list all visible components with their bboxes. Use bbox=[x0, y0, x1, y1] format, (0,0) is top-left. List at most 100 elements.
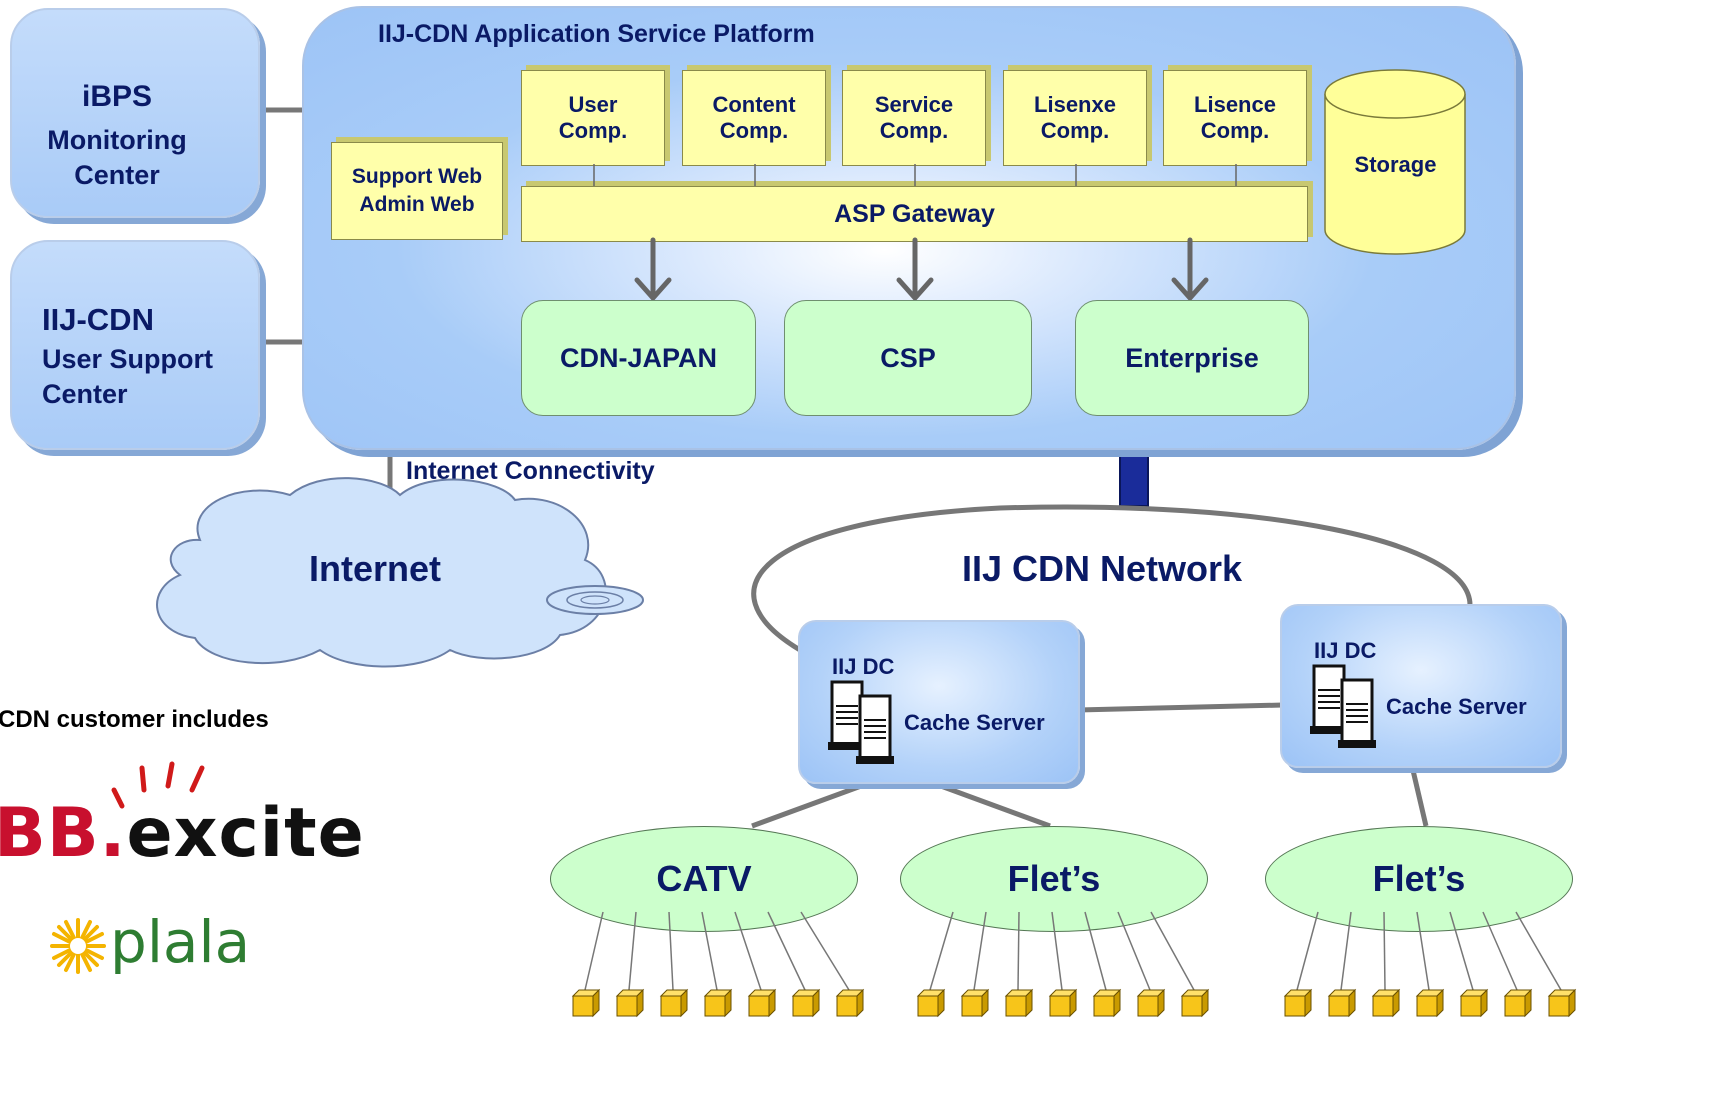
end-user-cube-icon bbox=[916, 988, 946, 1018]
asp-gateway-label: ASP Gateway bbox=[834, 199, 995, 228]
lisence-component: Lisence Comp. bbox=[1163, 70, 1307, 166]
end-user-cube-icon bbox=[1371, 988, 1401, 1018]
datacenter-2: IIJ DC Cache Server bbox=[1280, 604, 1562, 768]
end-user-link bbox=[1340, 911, 1352, 991]
enterprise-box: Enterprise bbox=[1075, 300, 1309, 416]
flets-network-1: Flet’s bbox=[900, 826, 1208, 932]
support-web-box: Support Web Admin Web bbox=[331, 142, 503, 240]
cdn-network-ring bbox=[751, 504, 1473, 653]
end-user-cube-icon bbox=[659, 988, 689, 1018]
end-user-link bbox=[1084, 911, 1107, 991]
end-user-cube-icon bbox=[1547, 988, 1577, 1018]
monitoring-title: iBPS bbox=[81, 80, 153, 113]
end-user-link bbox=[1051, 911, 1063, 991]
content-component-label: Content Comp. bbox=[712, 92, 796, 143]
excite-sparkle-icon bbox=[111, 761, 205, 809]
end-user-link bbox=[701, 911, 718, 991]
support-web-label: Support Web Admin Web bbox=[351, 165, 483, 216]
end-user-link bbox=[767, 911, 806, 991]
bb-excite-logo: BB.excite bbox=[0, 760, 394, 873]
catv-network: CATV bbox=[550, 826, 858, 932]
end-user-cube-icon bbox=[1180, 988, 1210, 1018]
dc1-catv-link bbox=[751, 779, 873, 829]
end-user-link bbox=[1449, 911, 1474, 991]
end-user-cube-icon bbox=[1415, 988, 1445, 1018]
end-user-cube-icon bbox=[1459, 988, 1489, 1018]
end-user-link bbox=[1296, 911, 1319, 991]
user-component: User Comp. bbox=[521, 70, 665, 166]
user-component-label: User Comp. bbox=[558, 92, 628, 143]
backbone-link bbox=[1119, 447, 1149, 507]
end-user-link bbox=[929, 911, 954, 991]
end-user-link bbox=[668, 911, 674, 991]
plala-wordmark: plala bbox=[110, 908, 251, 976]
end-user-link bbox=[973, 911, 987, 991]
plala-logo: plala bbox=[48, 906, 288, 996]
end-user-cube-icon bbox=[1283, 988, 1313, 1018]
end-user-link bbox=[1515, 911, 1562, 991]
dc-interconnect bbox=[1077, 702, 1284, 713]
flets-1-label: Flet’s bbox=[1007, 858, 1101, 899]
end-user-cube-icon bbox=[1092, 988, 1122, 1018]
cdn-network-label: IIJ CDN Network bbox=[962, 548, 1243, 589]
dc1-server-label: Cache Server bbox=[904, 710, 1045, 735]
user-support-center-panel: IIJ-CDN User Support Center bbox=[10, 240, 260, 450]
end-user-cube-icon bbox=[571, 988, 601, 1018]
dc1-title: IIJ DC bbox=[832, 654, 895, 679]
flets-2-label: Flet’s bbox=[1372, 858, 1466, 899]
monitoring-center-panel: iBPS Monitoring Center bbox=[10, 8, 260, 218]
storage-cylinder: Storage bbox=[1323, 68, 1468, 256]
service-component-label: Service Comp. bbox=[874, 92, 954, 143]
storage-icon bbox=[1324, 69, 1466, 255]
platform-title: IIJ-CDN Application Service Platform bbox=[378, 20, 815, 48]
enterprise-label: Enterprise bbox=[1125, 342, 1259, 373]
end-user-link bbox=[1383, 911, 1386, 991]
end-user-link bbox=[584, 911, 604, 991]
catv-label: CATV bbox=[656, 858, 752, 899]
lisence-component-label: Lisence Comp. bbox=[1194, 92, 1276, 143]
customers-heading: CDN customer includes bbox=[0, 706, 269, 733]
end-user-link bbox=[1416, 911, 1430, 991]
monitoring-subtitle: Monitoring Center bbox=[47, 125, 187, 190]
cdn-japan-box: CDN-JAPAN bbox=[521, 300, 756, 416]
storage-label: Storage bbox=[1354, 152, 1437, 177]
asp-gateway: ASP Gateway bbox=[521, 186, 1308, 242]
end-user-link bbox=[800, 911, 850, 991]
dc2-server-label: Cache Server bbox=[1386, 694, 1527, 719]
server-icon bbox=[828, 680, 894, 764]
end-user-link bbox=[1117, 911, 1151, 991]
end-user-link bbox=[1482, 911, 1518, 991]
end-user-cube-icon bbox=[960, 988, 990, 1018]
end-user-cube-icon bbox=[835, 988, 865, 1018]
end-user-cube-icon bbox=[615, 988, 645, 1018]
end-user-cube-icon bbox=[1048, 988, 1078, 1018]
cloud-shape bbox=[156, 477, 607, 668]
service-component: Service Comp. bbox=[842, 70, 986, 166]
end-user-cube-icon bbox=[1503, 988, 1533, 1018]
end-user-cube-icon bbox=[1136, 988, 1166, 1018]
lisenxe-component: Lisenxe Comp. bbox=[1003, 70, 1147, 166]
cdn-japan-label: CDN-JAPAN bbox=[559, 342, 717, 373]
content-component: Content Comp. bbox=[682, 70, 826, 166]
datacenter-1: IIJ DC Cache Server bbox=[798, 620, 1080, 784]
end-user-link bbox=[1150, 911, 1195, 991]
end-user-link bbox=[734, 911, 762, 991]
bb-excite-wordmark: BB.excite bbox=[0, 794, 365, 873]
dc1-flets-link bbox=[929, 779, 1051, 829]
csp-box: CSP bbox=[784, 300, 1032, 416]
internet-label: Internet bbox=[308, 548, 441, 589]
dc2-title: IIJ DC bbox=[1314, 638, 1377, 663]
support-subtitle: User Support Center bbox=[42, 344, 214, 409]
end-user-cube-icon bbox=[1004, 988, 1034, 1018]
end-user-link bbox=[628, 911, 637, 991]
end-user-cube-icon bbox=[747, 988, 777, 1018]
end-user-link bbox=[1017, 911, 1020, 991]
sunburst-icon bbox=[50, 918, 106, 974]
end-user-cube-icon bbox=[791, 988, 821, 1018]
support-title: IIJ-CDN bbox=[42, 302, 154, 337]
dc2-flets-link bbox=[1409, 765, 1429, 827]
